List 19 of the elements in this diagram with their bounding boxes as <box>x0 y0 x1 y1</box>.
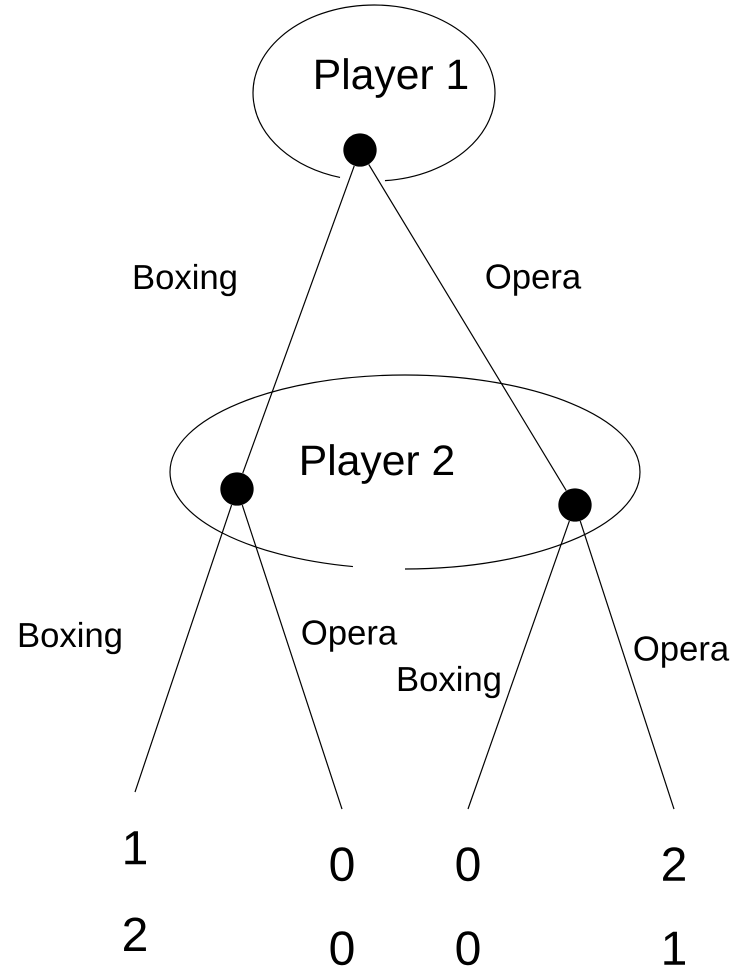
edge-label: Boxing <box>398 666 500 698</box>
edge-label: Boxing <box>20 622 121 654</box>
tree-branch <box>134 504 232 792</box>
payoff-text: 0 0 <box>456 847 480 966</box>
edge-label: Opera <box>486 264 582 296</box>
payoff-text: 2 1 <box>663 847 685 965</box>
payoff-text: 1 2 <box>124 831 146 951</box>
payoff-text: 0 0 <box>330 847 354 966</box>
edge-label: Opera <box>634 636 730 668</box>
tree-branch <box>242 166 355 474</box>
tree-branch <box>242 504 343 810</box>
edge-label: Boxing <box>134 264 236 296</box>
tree-branch <box>368 164 567 491</box>
decision-dot <box>558 488 592 522</box>
tree-branch <box>580 520 675 810</box>
decision-dot <box>220 472 254 506</box>
tree-branch <box>467 520 570 810</box>
edge-label: Opera <box>302 620 398 652</box>
decision-dot <box>343 133 377 167</box>
